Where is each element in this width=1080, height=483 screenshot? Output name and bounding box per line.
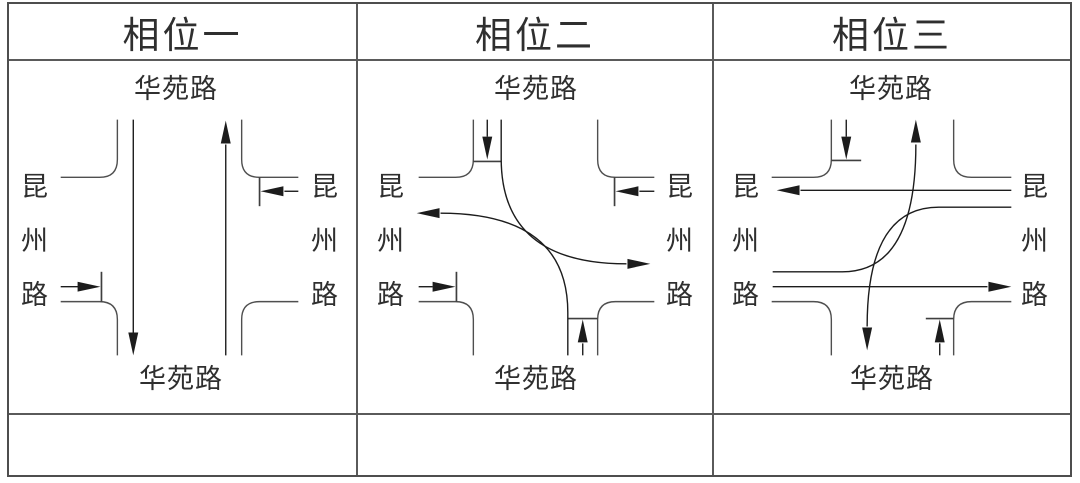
northbound-at-stop-line-arrowhead	[577, 319, 588, 343]
phase-2-diagram	[416, 119, 655, 356]
road-corner-2	[596, 119, 655, 179]
road-corner-4	[240, 300, 299, 356]
phase-2-header: 相位二	[358, 4, 714, 61]
southbound-at-stop-line-arrowhead	[482, 136, 493, 160]
northbound-at-stop-line-arrowhead	[934, 319, 945, 343]
eastbound-at-stop-line-arrowhead	[432, 281, 456, 292]
westbound-left-turn-arrowhead	[862, 327, 873, 351]
north-road-label: 华苑路	[849, 74, 933, 104]
south-road-label: 华苑路	[139, 364, 223, 394]
east-road-label: 昆州路	[1017, 172, 1047, 334]
phase-2-panel: 华苑路 华苑路 昆州路 昆州路	[358, 61, 714, 415]
road-corner-2	[240, 119, 299, 179]
southbound-through-arrowhead	[128, 332, 139, 356]
road-corner-3	[771, 300, 833, 356]
road-corner-1	[418, 119, 475, 179]
phase-3-footer-cell	[714, 415, 1070, 475]
southbound-at-stop-line-arrowhead	[841, 136, 852, 160]
phase-3-header: 相位三	[714, 4, 1070, 61]
east-road-label: 昆州路	[307, 172, 337, 334]
eastbound-left-turn-arrowhead	[910, 119, 921, 143]
phase-2-title: 相位二	[475, 15, 595, 57]
phase-1-header: 相位一	[9, 4, 358, 61]
road-corner-4	[952, 300, 1012, 356]
phase-3-panel: 华苑路 华苑路 昆州路 昆州路	[714, 61, 1070, 415]
phase-3-title: 相位三	[832, 15, 952, 57]
westbound-at-stop-line-arrowhead	[615, 186, 639, 197]
west-road-label: 昆州路	[17, 172, 47, 334]
road-corner-2	[952, 119, 1012, 179]
westbound-at-stop-line-arrowhead	[260, 186, 284, 197]
north-road-label: 华苑路	[134, 74, 218, 104]
phase-1-panel: 华苑路 华苑路 昆州路 昆州路	[9, 61, 358, 415]
phase-1-title: 相位一	[122, 15, 243, 57]
east-road-label: 昆州路	[662, 172, 692, 334]
south-road-label: 华苑路	[850, 364, 934, 394]
phase-table: 相位一 相位二 相位三 华苑路 华苑路 昆州路 昆州路 华苑路 华苑路 昆州路 …	[7, 2, 1072, 477]
west-road-label: 昆州路	[728, 172, 758, 334]
road-corner-4	[596, 300, 655, 356]
north-road-label: 华苑路	[494, 74, 578, 104]
phase-2-footer-cell	[358, 415, 714, 475]
road-corner-1	[60, 119, 119, 179]
northbound-left-turn-arrowhead	[416, 208, 440, 219]
northbound-left-turn-arrow	[440, 212, 569, 356]
southbound-left-turn-arrow	[500, 119, 627, 265]
phase-3-diagram	[771, 119, 1012, 356]
eastbound-at-stop-line-arrowhead	[77, 281, 101, 292]
westbound-through-arrowhead	[776, 185, 800, 196]
road-corner-1	[771, 119, 833, 179]
southbound-left-turn-arrowhead	[627, 258, 651, 269]
eastbound-through-arrowhead	[988, 281, 1012, 292]
northbound-through-arrowhead	[220, 120, 231, 144]
westbound-left-turn-arrow	[866, 206, 1012, 327]
road-corner-3	[418, 300, 475, 356]
phase-1-footer-cell	[9, 415, 358, 475]
road-corner-3	[60, 300, 119, 356]
west-road-label: 昆州路	[373, 172, 403, 334]
south-road-label: 华苑路	[494, 364, 578, 394]
eastbound-left-turn-arrow	[772, 144, 917, 273]
phase-1-diagram	[60, 119, 299, 356]
